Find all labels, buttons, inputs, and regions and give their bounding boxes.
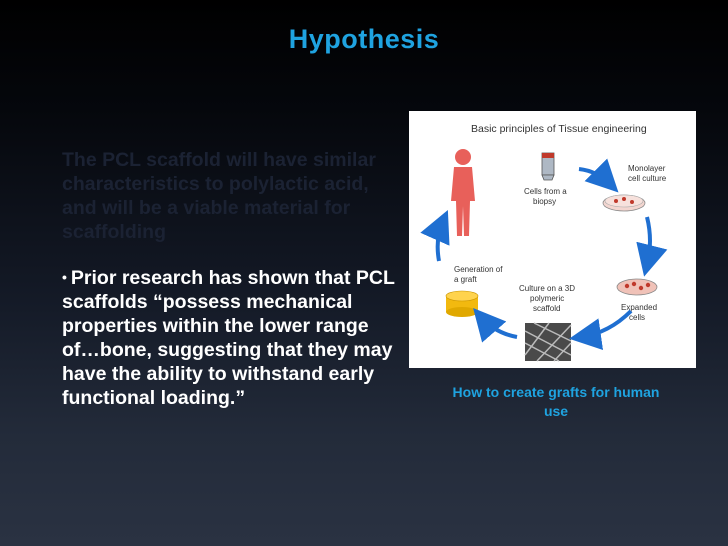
label-culture-2: polymeric — [530, 294, 564, 303]
body-paragraph-1: The PCL scaffold will have similar chara… — [62, 149, 376, 243]
label-cells-biopsy-2: biopsy — [533, 197, 556, 206]
bullet-icon: • — [62, 269, 67, 285]
label-generation-1: Generation of — [454, 265, 503, 274]
label-cells-biopsy-1: Cells from a — [524, 187, 567, 196]
arrow-graft-to-person — [420, 210, 450, 262]
figure-title: Basic principles of Tissue engineering — [471, 123, 647, 135]
label-expanded-1: Expanded — [621, 303, 657, 312]
label-generation-2: a graft — [454, 275, 477, 284]
label-culture-1: Culture on a 3D — [519, 284, 575, 293]
tissue-engineering-figure: Basic principles of Tissue engineering C… — [409, 111, 696, 368]
body-paragraph-2: •Prior research has shown that PCL scaff… — [62, 265, 404, 410]
person-icon — [451, 149, 475, 236]
arrow-biopsy-to-monolayer — [578, 158, 619, 193]
graft-cylinder-icon — [445, 290, 479, 317]
scaffold-icon — [524, 322, 572, 362]
label-monolayer-1: Monolayer — [628, 164, 666, 173]
label-expanded-2: cells — [629, 313, 645, 322]
arrow-expanded-to-scaffold — [569, 309, 633, 351]
cycle-arrows — [420, 158, 668, 351]
arrow-monolayer-to-expanded — [636, 216, 668, 277]
body-paragraph-2-text: Prior research has shown that PCL scaffo… — [62, 267, 395, 409]
expanded-cells-icon — [616, 278, 658, 296]
test-tube-icon — [541, 152, 555, 181]
slide-title: Hypothesis — [288, 24, 440, 54]
label-culture-3: scaffold — [533, 304, 560, 313]
petri-dish-icon — [602, 194, 646, 212]
figure-caption: How to create grafts for human use — [452, 384, 660, 419]
arrow-scaffold-to-graft — [473, 307, 518, 343]
tissue-engineering-diagram: Basic principles of Tissue engineering C… — [420, 123, 668, 362]
label-monolayer-2: cell culture — [628, 174, 667, 183]
